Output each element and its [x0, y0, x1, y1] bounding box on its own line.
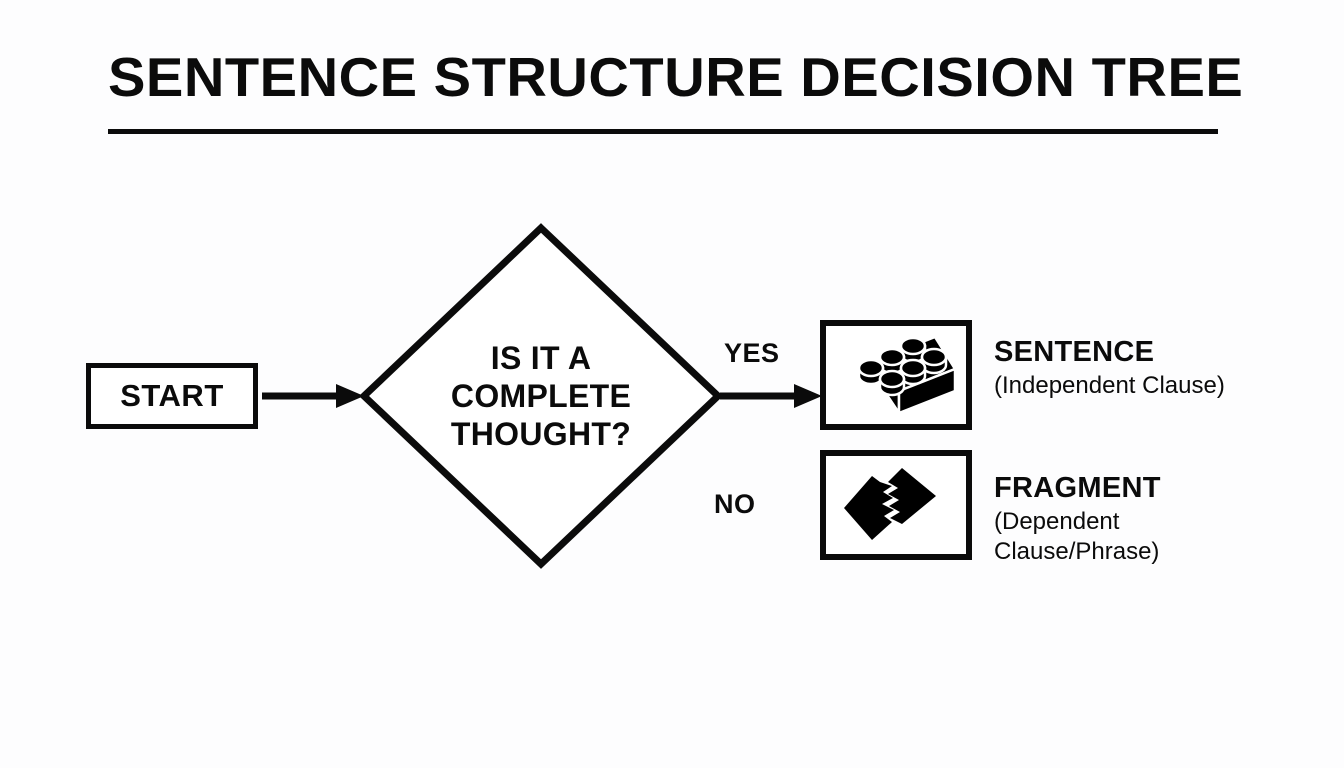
- sentence-outcome-text: SENTENCE (Independent Clause): [994, 336, 1314, 401]
- sentence-icon-box[interactable]: [820, 320, 972, 430]
- start-node-label: START: [120, 378, 224, 413]
- fragment-subtitle-line-1: (Dependent: [994, 508, 1120, 535]
- lego-brick-icon: [857, 335, 957, 417]
- fragment-icon-box[interactable]: [820, 450, 972, 560]
- fragment-outcome-title: FRAGMENT: [994, 472, 1161, 504]
- broken-piece-icon: [844, 468, 936, 540]
- page-title: SENTENCE STRUCTURE DECISION TREE: [108, 46, 1244, 108]
- branch-label-yes: YES: [724, 338, 780, 368]
- arrow-yes-to-sentence: [720, 384, 822, 408]
- arrow-start-to-decision: [262, 384, 364, 408]
- decision-diamond-shape: [358, 223, 724, 569]
- branch-label-no: NO: [714, 489, 756, 519]
- decision-line-2: COMPLETE: [450, 378, 632, 414]
- title-divider: [108, 129, 1218, 134]
- sentence-outcome-title: SENTENCE: [994, 336, 1155, 368]
- title-block: SENTENCE STRUCTURE DECISION TREE: [108, 46, 1243, 134]
- sentence-outcome-subtitle: (Independent Clause): [994, 372, 1225, 399]
- decision-node-text: IS IT A COMPLETE THOUGHT?: [358, 222, 724, 570]
- fragment-outcome-subtitle: (Dependent Clause/Phrase): [994, 507, 1314, 567]
- start-node[interactable]: START: [86, 363, 258, 429]
- fragment-subtitle-line-2: Clause/Phrase): [994, 538, 1160, 565]
- decision-node[interactable]: IS IT A COMPLETE THOUGHT?: [358, 222, 724, 570]
- fragment-outcome-text: FRAGMENT (Dependent Clause/Phrase): [994, 472, 1314, 567]
- decision-line-3: THOUGHT?: [450, 416, 632, 452]
- decision-line-1: IS IT A: [490, 340, 592, 376]
